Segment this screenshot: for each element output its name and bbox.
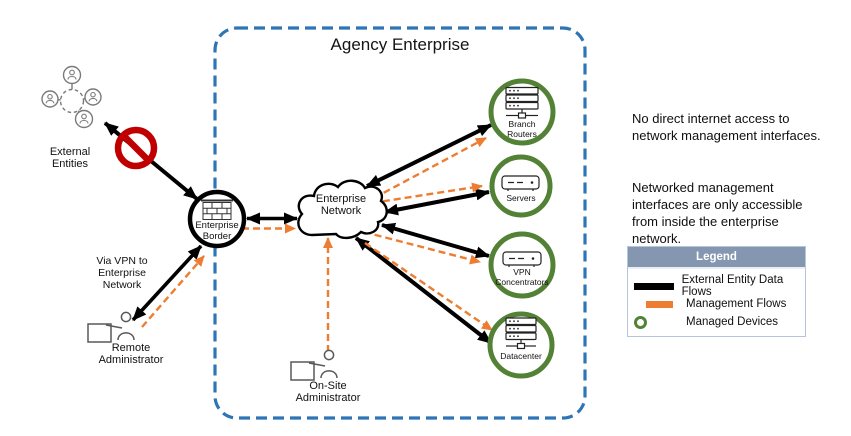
- vpn-concentrators-node: [488, 231, 556, 299]
- vpn-concentrators-label: VPN Concentrators: [495, 267, 549, 287]
- servers-node: [489, 154, 553, 218]
- legend-item-label: External Entity Data Flows: [681, 274, 784, 298]
- enterprise-border-node: [187, 189, 247, 249]
- legend: Legend External Entity Data Flows Manage…: [627, 246, 806, 337]
- flow-remote-admin-to-border: [131, 244, 203, 322]
- mgmt-remote-admin-to-border: [141, 255, 205, 328]
- firewall-brick-icon: [201, 199, 233, 220]
- legend-title: Legend: [628, 247, 805, 269]
- black-line-swatch: [634, 282, 674, 290]
- agency-enterprise-title: Agency Enterprise: [330, 35, 470, 54]
- legend-item: External Entity Data Flows: [628, 274, 805, 298]
- people-network-icon: [41, 65, 102, 129]
- external-entity-data-flows: [103, 121, 493, 345]
- branch-routers-label: Branch Routers: [507, 119, 537, 139]
- management-flows: [141, 136, 493, 352]
- via-vpn-note: Via VPN to Enterprise Network: [96, 255, 148, 291]
- datacenter-label: Datacenter: [500, 351, 542, 361]
- rack-appliance-icon: [501, 175, 540, 191]
- datacenter-node: [487, 311, 555, 379]
- legend-body: External Entity Data Flows Management Fl…: [628, 269, 805, 331]
- prohibition-icon: [114, 126, 158, 170]
- legend-item-label: Managed Devices: [686, 316, 779, 328]
- note-no-direct-access: No direct internet access to network man…: [632, 111, 821, 144]
- mgmt-network-to-branch-routers: [373, 136, 487, 200]
- agency-enterprise-boundary: [213, 26, 587, 420]
- flow-network-to-servers: [384, 188, 490, 216]
- orange-line-swatch: [646, 300, 673, 308]
- onsite-administrator-label: On-Site Administrator: [295, 380, 361, 405]
- rack-appliance-icon: [502, 251, 542, 267]
- managed-devices: [487, 78, 556, 379]
- flow-network-to-datacenter: [354, 236, 493, 345]
- mgmt-network-to-vpn-concentrators: [363, 230, 481, 265]
- servers-label: Servers: [506, 193, 536, 203]
- green-ring-swatch: [634, 315, 647, 329]
- person-at-whiteboard-icon: [290, 349, 338, 381]
- external-entities-label: External Entities: [49, 146, 91, 171]
- legend-item: Managed Devices: [628, 313, 805, 331]
- person-at-whiteboard-icon: [87, 311, 135, 343]
- router-stack-icon: [505, 86, 539, 119]
- enterprise-network-label: Enterprise Network: [315, 193, 367, 218]
- legend-item-label: Management Flows: [686, 298, 787, 310]
- note-inside-only: Networked management interfaces are only…: [632, 180, 803, 247]
- server-stack-icon: [505, 317, 537, 350]
- branch-routers-node: [488, 78, 556, 146]
- cloud-icon: [297, 179, 388, 240]
- remote-administrator-label: Remote Administrator: [98, 342, 164, 367]
- mgmt-network-to-servers: [371, 182, 483, 205]
- enterprise-border-label: Enterprise Border: [195, 220, 239, 242]
- flow-network-to-branch-routers: [366, 123, 492, 188]
- legend-item: Management Flows: [628, 295, 805, 313]
- mgmt-network-to-datacenter: [364, 242, 493, 331]
